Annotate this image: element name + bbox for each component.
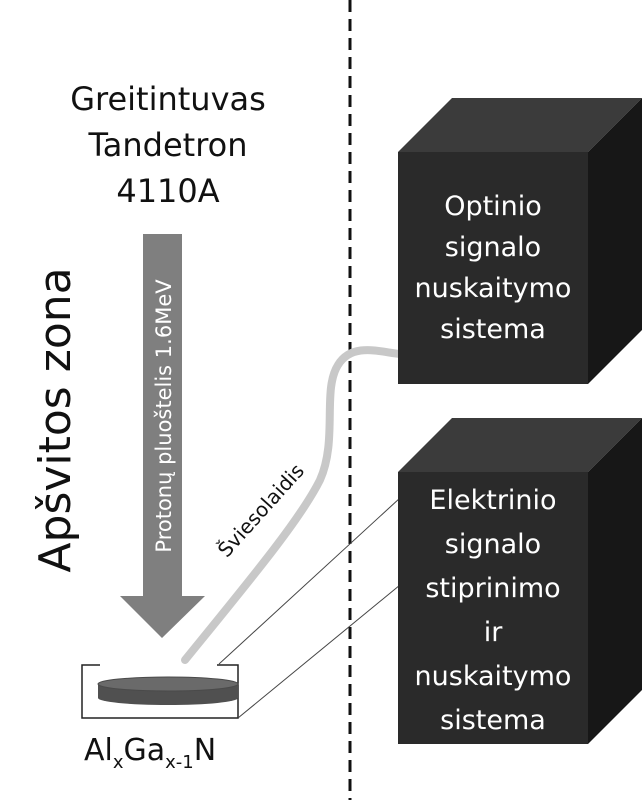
optical-box-top	[398, 98, 642, 152]
accelerator-label: Greitintuvas Tandetron 4110A	[70, 80, 266, 210]
formula-x-subscript: x	[113, 752, 124, 773]
signal-wire-top	[218, 497, 401, 665]
electrical-box-label-line-5: nuskaitymo	[415, 661, 572, 692]
formula-x-1-subscript: x-1	[165, 752, 194, 773]
formula-al: Al	[84, 733, 113, 768]
electrical-box-side	[588, 418, 642, 744]
optical-readout-box: Optinio signalo nuskaitymo sistema	[398, 98, 642, 384]
optical-box-label-line-2: signalo	[445, 232, 541, 263]
electrical-box-label-line-2: signalo	[445, 529, 541, 560]
sample-formula: AlxGax-1N	[84, 733, 216, 773]
beam-arrow-shape	[120, 234, 205, 638]
optical-box-side	[588, 98, 642, 384]
electrical-box-label-line-6: sistema	[440, 705, 546, 736]
electrical-box-top	[398, 418, 642, 472]
electrical-box-label-line-3: stiprinimo	[425, 573, 560, 604]
optical-box-front	[398, 152, 588, 384]
optical-box-label: Optinio signalo nuskaitymo sistema	[415, 191, 572, 345]
electrical-box-label: Elektrinio signalo stiprinimo ir nuskaitymo s…	[415, 485, 572, 736]
formula-n: N	[194, 733, 216, 768]
proton-beam-arrow: Protonų pluoštelis 1.6MeV	[120, 234, 205, 638]
formula-ga: Ga	[124, 733, 166, 768]
electrical-readout-box: Elektrinio signalo stiprinimo ir nuskaitymo s…	[398, 418, 642, 744]
optical-box-label-line-1: Optinio	[444, 191, 542, 222]
proton-beam-label: Protonų pluoštelis 1.6MeV	[152, 279, 176, 553]
irradiation-zone-label: Apšvitos zona	[30, 267, 81, 572]
accelerator-model: Tandetron	[88, 126, 248, 164]
optical-fiber	[181, 346, 404, 664]
electrode-wire	[81, 664, 239, 719]
optical-box-label-line-3: nuskaitymo	[415, 273, 572, 304]
signal-wire-bottom	[237, 584, 401, 719]
accelerator-number: 4110A	[116, 172, 219, 210]
electrical-box-label-line-1: Elektrinio	[429, 485, 556, 516]
optical-box-label-line-4: sistema	[440, 314, 546, 345]
accelerator-name: Greitintuvas	[70, 80, 266, 118]
electrical-box-label-line-4: ir	[484, 617, 504, 648]
fiber-label: Šviesolaidis	[213, 459, 309, 562]
sample-holder	[81, 497, 401, 719]
sample-disc-top	[97, 676, 239, 692]
electrical-box-front	[398, 472, 588, 744]
